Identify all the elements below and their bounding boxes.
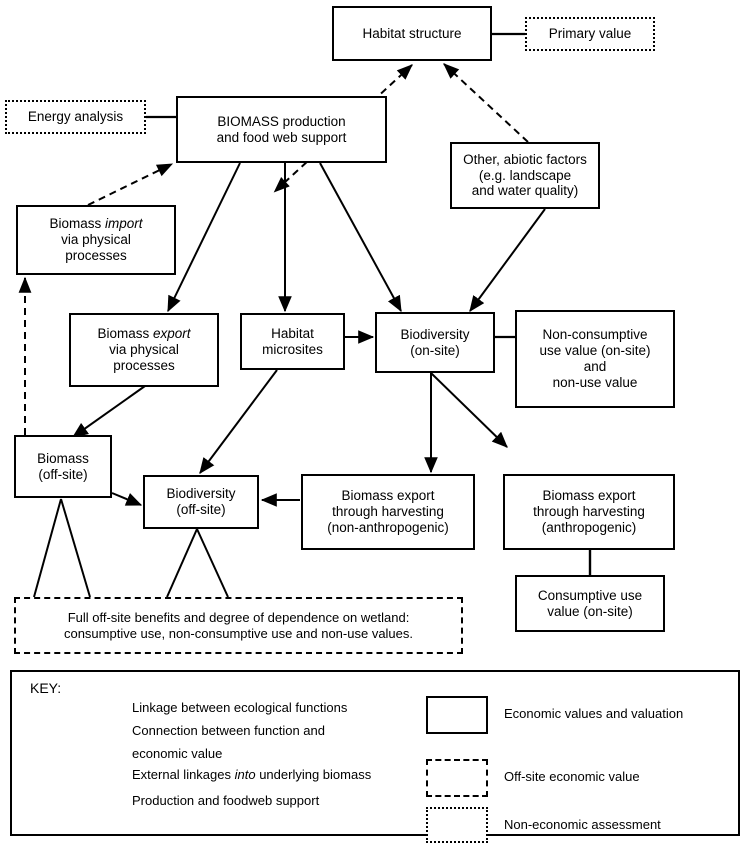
node-label-line2: consumptive use, non-consumptive use and… bbox=[63, 625, 414, 641]
edge-biodiversityoffsite-benefits-right bbox=[196, 528, 229, 598]
edge-biodiversity-diagonal bbox=[430, 372, 508, 448]
node-non-consumptive-use-value[interactable]: Non-consumptive use value (on-site) and … bbox=[515, 310, 675, 408]
node-habitat-microsites[interactable]: Habitat microsites bbox=[240, 313, 345, 370]
node-consumptive-use-value[interactable]: Consumptive use value (on-site) bbox=[515, 575, 665, 632]
node-label-line3: and water quality) bbox=[471, 183, 579, 199]
key-legend-box: KEY: Linkage between ecological function… bbox=[10, 670, 740, 843]
node-label-line2: through harvesting bbox=[332, 504, 444, 520]
node-label-line3: (non-anthropogenic) bbox=[327, 519, 449, 535]
node-label: Habitat structure bbox=[362, 25, 462, 41]
node-label-line1: Biomass bbox=[37, 450, 89, 466]
node-label-line1: Biodiversity bbox=[400, 326, 470, 342]
key-swatch-dashed-box bbox=[426, 759, 488, 797]
node-label-line2: via physical bbox=[61, 232, 131, 248]
edge-biodiversityoffsite-benefits-left bbox=[166, 528, 198, 598]
key-label-economic-values: Economic values and valuation bbox=[504, 706, 684, 721]
node-label-line2: via physical bbox=[109, 342, 179, 358]
node-biodiversity-offsite[interactable]: Biodiversity (off-site) bbox=[143, 475, 259, 529]
node-label: Energy analysis bbox=[27, 109, 124, 125]
node-label-line2: (on-site) bbox=[410, 342, 460, 358]
key-label-linkage: Linkage between ecological functions bbox=[132, 700, 348, 715]
key-label-connection-line1: Connection between function and bbox=[132, 723, 325, 738]
node-biomass-export-non-anthropogenic[interactable]: Biomass export through harvesting (non-a… bbox=[301, 474, 475, 550]
node-primary-value[interactable]: Primary value bbox=[525, 17, 655, 51]
node-label-line2: and food web support bbox=[216, 129, 347, 145]
node-habitat-structure[interactable]: Habitat structure bbox=[332, 6, 492, 61]
edge-exportphysical-biomassoffsite bbox=[72, 385, 146, 438]
key-label-non-economic-assessment: Non-economic assessment bbox=[504, 817, 661, 832]
node-label-line2: through harvesting bbox=[533, 504, 645, 520]
edge-abiotic-biodiversity bbox=[469, 208, 546, 312]
node-label-line2: (off-site) bbox=[176, 502, 226, 517]
node-label-line1: Non-consumptive bbox=[542, 327, 648, 343]
key-label-connection-line2: economic value bbox=[132, 746, 223, 761]
node-label-line1: Biomass export bbox=[341, 488, 435, 504]
node-label-line3: (anthropogenic) bbox=[541, 519, 637, 535]
node-other-abiotic-factors[interactable]: Other, abiotic factors (e.g. landscape a… bbox=[450, 142, 600, 209]
key-title: KEY: bbox=[30, 680, 62, 696]
node-label-line2: value (on-site) bbox=[547, 603, 633, 619]
edge-import-production bbox=[87, 163, 174, 206]
node-label-line3: processes bbox=[113, 357, 175, 373]
key-label-external-linkages: External linkages into underlying biomas… bbox=[132, 767, 372, 782]
key-swatch-solid-box bbox=[426, 696, 488, 734]
edge-production-export-physical bbox=[167, 162, 241, 313]
edge-biomassoffsite-benefits-left bbox=[33, 498, 62, 598]
key-label-production-foodweb: Production and foodweb support bbox=[132, 793, 320, 808]
node-label-line1: Biodiversity bbox=[166, 486, 236, 502]
node-label-line1: Biomass import bbox=[49, 216, 143, 232]
node-label-line1: Habitat bbox=[271, 325, 314, 341]
node-biodiversity-onsite[interactable]: Biodiversity (on-site) bbox=[375, 312, 495, 373]
node-energy-analysis[interactable]: Energy analysis bbox=[5, 100, 146, 134]
node-biomass-offsite[interactable]: Biomass (off-site) bbox=[14, 435, 112, 498]
node-biomass-import[interactable]: Biomass import via physical processes bbox=[16, 205, 176, 275]
node-biomass-production[interactable]: BIOMASS production and food web support bbox=[176, 96, 387, 163]
node-label-line1: BIOMASS production bbox=[217, 113, 346, 129]
node-label-line3: and bbox=[583, 359, 607, 374]
node-label-line1: Biomass export bbox=[542, 488, 636, 504]
node-offsite-benefits[interactable]: Full off-site benefits and degree of dep… bbox=[14, 597, 463, 654]
node-biomass-export-physical[interactable]: Biomass export via physical processes bbox=[69, 313, 219, 387]
edge-production-biodiversity-onsite bbox=[319, 162, 402, 313]
edge-biomassoffsite-biodiversityoffsite bbox=[111, 492, 143, 506]
node-label: Primary value bbox=[548, 26, 632, 42]
node-label-line2: (off-site) bbox=[38, 466, 88, 482]
node-label-line3: processes bbox=[65, 247, 127, 263]
node-label-line1: Consumptive use bbox=[537, 587, 643, 603]
node-biomass-export-anthropogenic[interactable]: Biomass export through harvesting (anthr… bbox=[503, 474, 675, 550]
node-label-line4: non-use value bbox=[552, 374, 638, 390]
key-label-offsite-economic-value: Off-site economic value bbox=[504, 769, 640, 784]
edge-biomassoffsite-benefits-right bbox=[60, 498, 91, 598]
edge-abiotic-habitat bbox=[443, 63, 529, 143]
node-label-line1: Biomass export bbox=[97, 326, 191, 342]
node-label-line2: microsites bbox=[262, 341, 323, 357]
node-label-line1: Other, abiotic factors bbox=[463, 151, 587, 167]
key-swatch-dotted-box bbox=[426, 807, 488, 843]
node-label-line2: (e.g. landscape bbox=[478, 167, 572, 183]
node-label-line2: use value (on-site) bbox=[539, 343, 651, 359]
node-label-line1: Full off-site benefits and degree of dep… bbox=[67, 610, 410, 626]
